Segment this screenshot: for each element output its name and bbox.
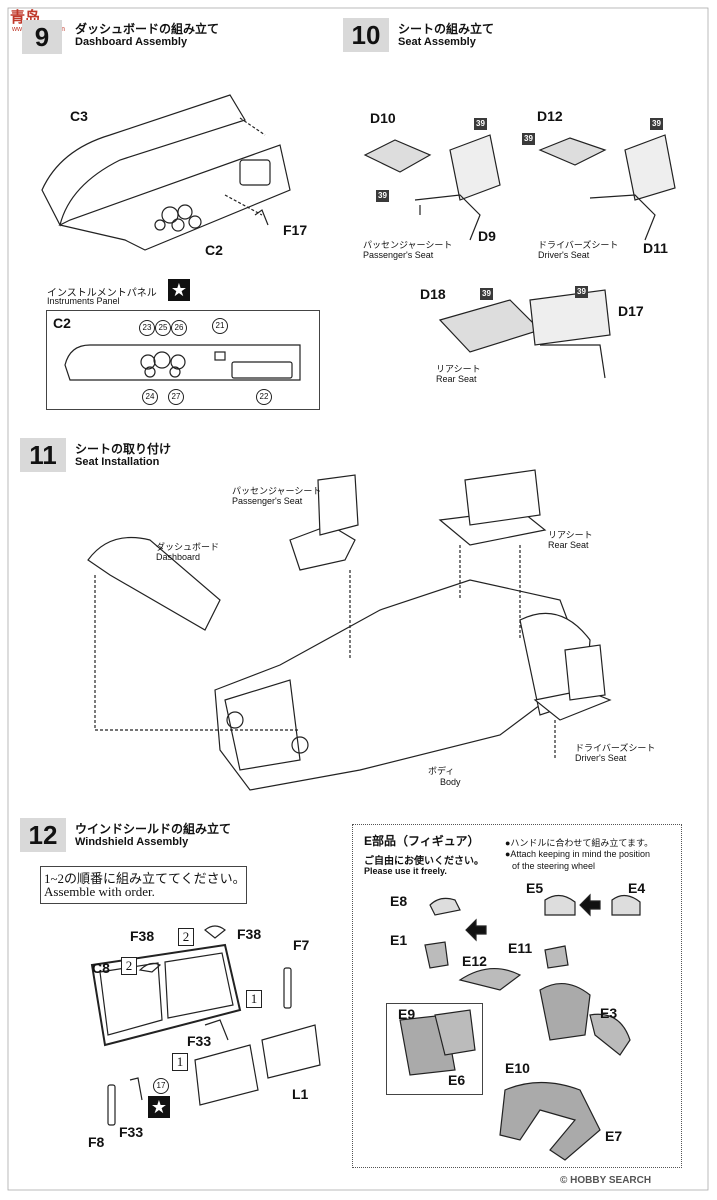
figure-subbox [386,1003,483,1095]
order-1-a: 1 [246,990,262,1008]
part-f38-b: F38 [237,926,262,942]
decal-22: 22 [256,389,272,405]
part-e3: E3 [600,1005,618,1021]
part-f33-b: F33 [119,1124,144,1140]
order-note-en: Assemble with order. [44,884,155,899]
rear-seat-jp: リアシート [436,364,481,374]
figure-box [352,824,682,1168]
instruments-panel-jp: インストルメントパネル [47,288,157,299]
passenger-seat-en: Passenger's Seat [363,250,434,260]
star-icon-2: ★ [148,1096,170,1118]
order-2-b: 2 [121,957,137,975]
s11-body-jp: ボディ [428,766,455,776]
decal-26: 26 [171,320,187,336]
color-39-f: 39 [575,286,588,298]
part-f8: F8 [88,1134,105,1150]
order-note-box [40,866,247,904]
s11-driver-jp: ドライバーズシート [575,743,656,753]
part-e7: E7 [605,1128,623,1144]
order-2-a: 2 [178,928,194,946]
star-icon: ★ [168,279,190,301]
s11-dash-en: Dashboard [156,552,201,562]
color-39-e: 39 [480,288,493,300]
figure-note-jp: ●ハンドルに合わせて組み立てます。 [505,838,654,848]
s11-rear-jp: リアシート [548,530,593,540]
s11-rear-en: Rear Seat [548,540,589,550]
figure-title-jp: E部品（フィギュア） [364,834,480,848]
part-e11: E11 [508,940,533,956]
part-e9: E9 [398,1006,416,1022]
decal-27: 27 [168,389,184,405]
s11-body-en: Body [440,777,461,787]
s11-driver-en: Driver's Seat [575,753,627,763]
part-e12: E12 [462,953,487,969]
part-c8: C8 [92,960,110,976]
driver-seat-en: Driver's Seat [538,250,590,260]
step-9-number: 9 [22,20,62,54]
part-d11: D11 [643,240,668,256]
part-e4: E4 [628,880,646,896]
part-d10: D10 [370,110,396,126]
figure-note-en2: of the steering wheel [512,861,596,871]
footer-source: © HOBBY SEARCH [560,1175,652,1186]
step-12-number: 12 [20,818,66,852]
part-e8: E8 [390,893,408,909]
decal-21: 21 [212,318,228,334]
step-11-title-jp: シートの取り付け [75,442,172,456]
s11-passenger-jp: パッセンジャーシート [232,486,322,496]
figure-free-jp: ご自由にお使いください。 [364,856,484,867]
decal-25: 25 [155,320,171,336]
instruments-panel-box [46,310,320,410]
step-10-number: 10 [343,18,389,52]
s11-dash-jp: ダッシュボード [156,542,220,552]
rear-seat-en: Rear Seat [436,374,477,384]
part-c2: C2 [205,242,223,258]
part-d18: D18 [420,286,446,302]
color-39-a: 39 [474,118,487,130]
part-f7: F7 [293,937,310,953]
passenger-seat-jp: パッセンジャーシート [363,240,453,250]
part-c3: C3 [70,108,88,124]
step-11-number: 11 [20,438,66,472]
step-11-title-en: Seat Installation [75,456,160,468]
decal-24: 24 [142,389,158,405]
step-10-title-jp: シートの組み立て [398,22,495,36]
color-39-c: 39 [522,133,535,145]
part-f17: F17 [283,222,308,238]
step-9-title-en: Dashboard Assembly [75,36,188,48]
color-39-b: 39 [376,190,389,202]
step-12-title-en: Windshield Assembly [75,836,189,848]
part-e1: E1 [390,932,408,948]
part-e5: E5 [526,880,544,896]
order-1-b: 1 [172,1053,188,1071]
decal-23: 23 [139,320,155,336]
part-e6: E6 [448,1072,466,1088]
part-d9: D9 [478,228,496,244]
instruments-panel-en: Instruments Panel [47,296,120,306]
part-d17: D17 [618,303,644,319]
driver-seat-jp: ドライバーズシート [538,240,619,250]
part-f38-a: F38 [130,928,155,944]
part-d12: D12 [537,108,563,124]
part-f33-a: F33 [187,1033,212,1049]
part-l1: L1 [292,1086,309,1102]
step-9-title-jp: ダッシュボードの組み立て [75,22,220,36]
order-note-jp: 1~2の順番に組み立ててください。 [44,871,246,886]
part-e10: E10 [505,1060,530,1076]
decal-17: 17 [153,1078,169,1094]
color-39-d: 39 [650,118,663,130]
step-10-title-en: Seat Assembly [398,36,476,48]
s11-passenger-en: Passenger's Seat [232,496,303,506]
panel-part-c2: C2 [53,315,71,331]
figure-free-en: Please use it freely. [364,866,447,876]
step-12-title-jp: ウインドシールドの組み立て [75,822,232,836]
figure-note-en1: ●Attach keeping in mind the position [505,849,651,859]
